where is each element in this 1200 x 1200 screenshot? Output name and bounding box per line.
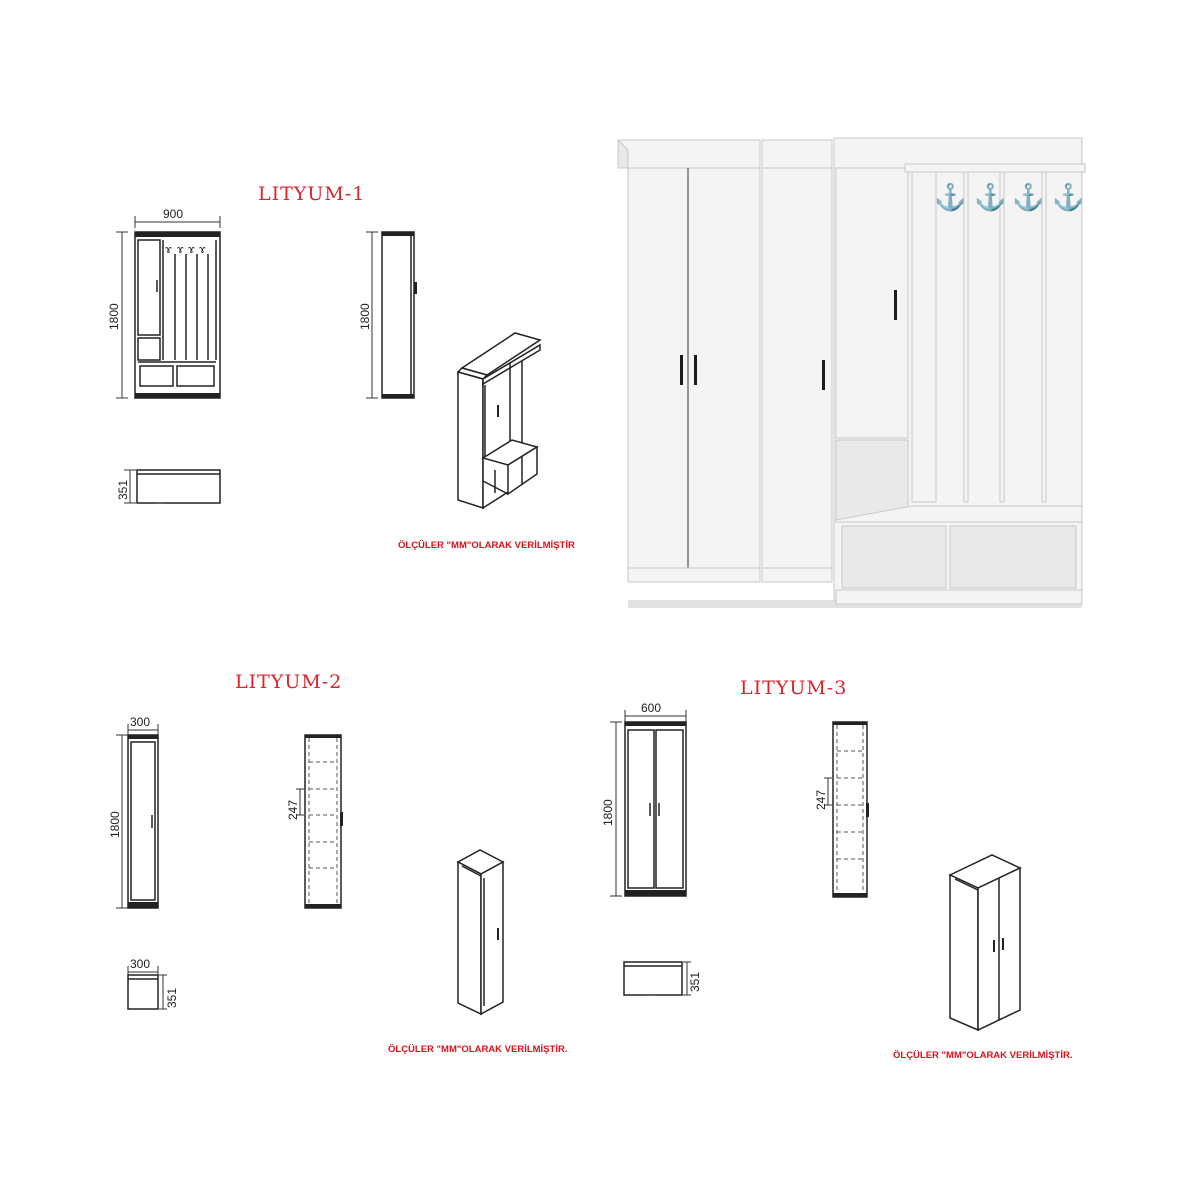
- l3-height-dimension: 1800: [601, 799, 615, 826]
- l2-shelf-dimension: 247: [286, 800, 300, 820]
- lityum-3-front-view: 600 1800: [601, 701, 687, 897]
- lityum-2-top-view: 300 351: [127, 957, 179, 1010]
- hook-1: ⚓: [934, 182, 966, 212]
- svg-text:ɤ: ɤ: [199, 244, 206, 256]
- title-lityum-3: LITYUM-3: [740, 677, 847, 699]
- hook-3: ⚓: [1012, 182, 1044, 212]
- l1-height-dimension: 1800: [107, 303, 121, 330]
- l2-width-dimension: 300: [130, 715, 150, 729]
- note-lityum-2: ÖLÇÜLER "MM"OLARAK VERİLMİŞTİR.: [388, 1044, 567, 1055]
- lityum-3-isometric-view: [948, 854, 1022, 1032]
- handle-4: [894, 290, 897, 320]
- lityum-1-top-view: 351: [116, 469, 221, 504]
- lityum-2-isometric-view: [456, 849, 505, 1016]
- lityum-3-top-view: 351: [623, 961, 702, 996]
- note-lityum-1: ÖLÇÜLER "MM"OLARAK VERİLMİŞTİR: [398, 540, 575, 551]
- svg-text:ɤ: ɤ: [188, 244, 195, 256]
- l2-top-width-dimension: 300: [130, 957, 150, 971]
- lityum-3-section-view: 247: [814, 721, 869, 898]
- l1-width-dimension: 900: [163, 207, 183, 221]
- hook-2: ⚓: [974, 182, 1006, 212]
- lityum-1-front-view: 900 1800 ɤ ɤ ɤ ɤ: [107, 207, 221, 399]
- hook-4: ⚓: [1052, 182, 1084, 212]
- product-render: ⚓ ⚓ ⚓ ⚓: [617, 137, 1086, 608]
- l3-shelf-dimension: 247: [814, 790, 828, 810]
- note-lityum-3: ÖLÇÜLER "MM"OLARAK VERİLMİŞTİR.: [893, 1050, 1072, 1061]
- l1-depth-dimension: 351: [116, 480, 130, 500]
- l3-width-dimension: 600: [641, 701, 661, 715]
- l2-top-depth-dimension: 351: [165, 988, 179, 1008]
- title-lityum-2: LITYUM-2: [235, 671, 342, 693]
- handle-2: [694, 355, 697, 385]
- l1-side-height-dimension: 1800: [358, 303, 372, 330]
- handle-1: [680, 355, 683, 385]
- l2-height-dimension: 1800: [108, 811, 122, 838]
- handle-3: [822, 360, 825, 390]
- title-lityum-1: LITYUM-1: [258, 183, 365, 205]
- lityum-1-isometric-view: [456, 332, 542, 510]
- svg-text:ɤ: ɤ: [165, 244, 172, 256]
- svg-text:ɤ: ɤ: [177, 244, 184, 256]
- lityum-2-section-view: 247: [286, 734, 343, 909]
- lityum-1-side-view: 1800: [358, 231, 417, 399]
- lityum-2-front-view: 300 1800: [108, 715, 159, 909]
- l3-depth-dimension: 351: [688, 972, 702, 992]
